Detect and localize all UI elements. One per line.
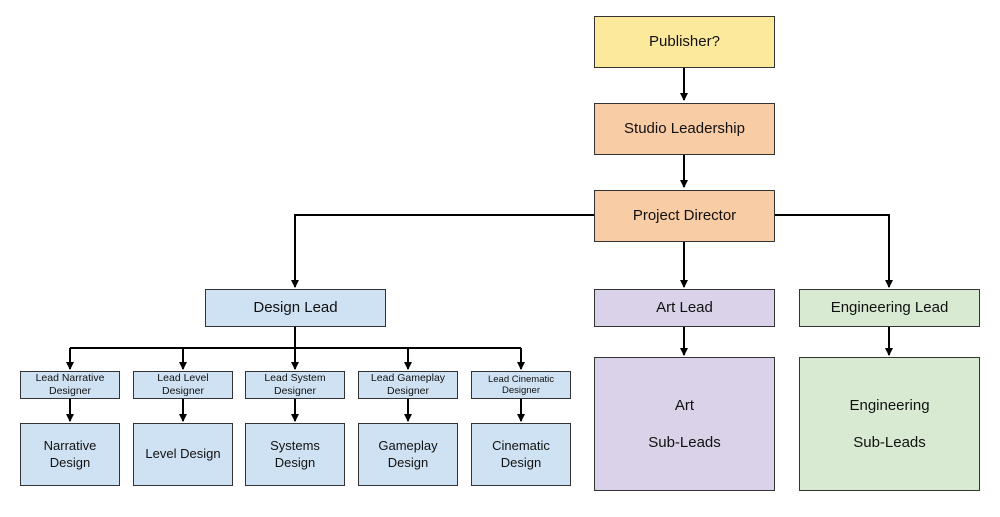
node-lead-level-designer: Lead Level Designer [133,371,233,399]
node-engineering-subleads: Engineering Sub-Leads [799,357,980,491]
node-lead-system-designer: Lead System Designer [245,371,345,399]
lead-level-line2: Designer [161,385,205,397]
lead-gameplay-line1: Lead Gameplay [370,372,446,385]
link-director-design [291,214,594,288]
node-studio-leadership: Studio Leadership [594,103,775,155]
node-lead-cinematic-designer: Lead Cinematic Designer [471,371,571,399]
gameplay-design-line2: Design [387,454,429,470]
node-cinematic-design: Cinematic Design [471,423,571,486]
node-engineering-lead: Engineering Lead [799,289,980,327]
node-engineering-lead-label: Engineering Lead [830,298,949,316]
link-director-engineering [775,214,893,288]
gameplay-design-line1: Gameplay [378,437,438,453]
cinematic-design-line1: Cinematic [492,437,550,453]
node-art-subleads-line1: Art [674,397,695,414]
narrative-design-line2: Design [49,454,91,470]
node-art-lead: Art Lead [594,289,775,327]
lead-level-line1: Lead Level [157,372,209,385]
node-design-lead-label: Design Lead [253,298,338,316]
systems-design-line2: Design [274,454,316,470]
narrative-design-line1: Narrative [43,437,97,453]
node-level-design: Level Design [133,423,233,486]
node-art-subleads: Art Sub-Leads [594,357,775,491]
lead-system-line2: Designer [273,385,317,397]
node-publisher-label: Publisher? [649,32,720,50]
node-design-lead: Design Lead [205,289,386,327]
node-project-director-label: Project Director [632,206,737,224]
node-art-lead-label: Art Lead [656,298,713,316]
cinematic-design-line2: Design [500,454,542,470]
node-gameplay-design: Gameplay Design [358,423,458,486]
node-publisher: Publisher? [594,16,775,68]
node-narrative-design: Narrative Design [20,423,120,486]
node-project-director: Project Director [594,190,775,242]
lead-system-line1: Lead System [264,372,326,385]
node-art-subleads-line2: Sub-Leads [648,434,721,451]
node-engineering-subleads-line2: Sub-Leads [853,434,926,451]
lead-narrative-line2: Designer [48,385,92,397]
level-design-line1: Level Design [145,446,221,462]
node-studio-leadership-label: Studio Leadership [624,119,745,137]
systems-design-line1: Systems [270,437,320,453]
link-design-bus [70,327,521,349]
lead-gameplay-line2: Designer [386,385,430,397]
lead-cinematic-line2: Designer [501,385,541,396]
node-systems-design: Systems Design [245,423,345,486]
lead-cinematic-line1: Lead Cinematic [487,373,554,385]
node-engineering-subleads-line1: Engineering [849,397,930,414]
lead-narrative-line1: Lead Narrative [35,372,105,385]
node-lead-narrative-designer: Lead Narrative Designer [20,371,120,399]
node-lead-gameplay-designer: Lead Gameplay Designer [358,371,458,399]
